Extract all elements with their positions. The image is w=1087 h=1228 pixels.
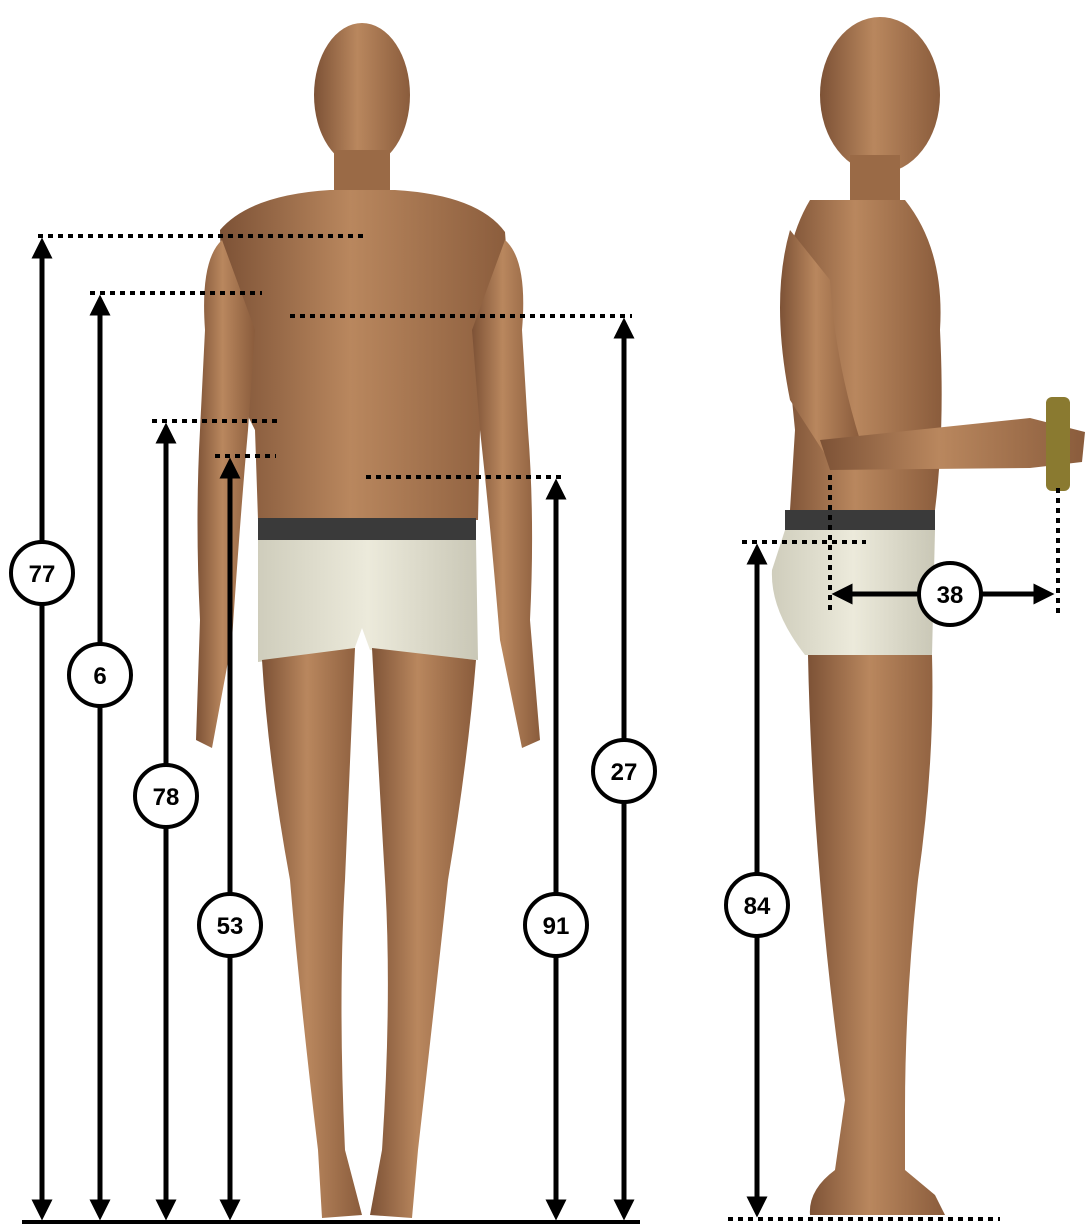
label-38-text: 38 bbox=[937, 582, 964, 609]
label-84: 84 bbox=[726, 874, 788, 936]
label-27: 27 bbox=[593, 740, 655, 802]
side-waistband bbox=[785, 510, 935, 530]
label-91-text: 91 bbox=[543, 913, 570, 940]
side-neck bbox=[850, 155, 900, 200]
front-waistband bbox=[258, 518, 476, 540]
side-leg bbox=[808, 655, 945, 1215]
label-53: 53 bbox=[199, 894, 261, 956]
label-77-text: 77 bbox=[29, 561, 56, 588]
label-77: 77 bbox=[11, 542, 73, 604]
side-grip-cylinder bbox=[1046, 397, 1070, 491]
label-78-text: 78 bbox=[153, 784, 180, 811]
label-6: 6 bbox=[69, 644, 131, 706]
front-head bbox=[314, 23, 410, 167]
front-torso bbox=[220, 190, 510, 520]
label-84-text: 84 bbox=[744, 893, 771, 920]
label-91: 91 bbox=[525, 894, 587, 956]
front-right-leg bbox=[370, 648, 476, 1218]
front-figure bbox=[196, 23, 540, 1218]
side-head bbox=[820, 17, 940, 173]
front-left-leg bbox=[262, 648, 362, 1218]
label-53-text: 53 bbox=[217, 913, 244, 940]
front-underwear bbox=[258, 540, 478, 662]
label-6-text: 6 bbox=[93, 663, 106, 690]
label-27-text: 27 bbox=[611, 759, 638, 786]
label-38: 38 bbox=[919, 563, 981, 625]
label-78: 78 bbox=[135, 765, 197, 827]
front-left-arm bbox=[196, 240, 255, 748]
